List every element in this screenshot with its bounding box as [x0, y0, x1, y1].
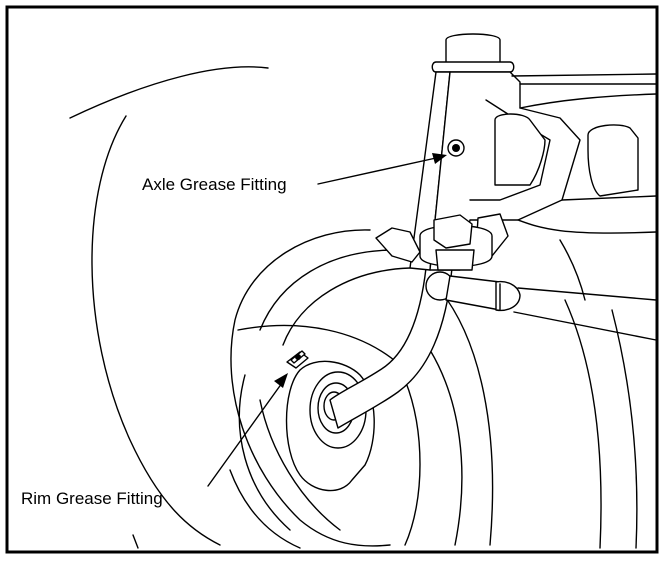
rim-grease-fitting-label: Rim Grease Fitting [21, 489, 163, 508]
frame-arm [511, 73, 657, 234]
axle-grease-fitting-label: Axle Grease Fitting [142, 175, 287, 194]
axle-grease-fitting [447, 139, 465, 157]
wheel-rim [229, 229, 494, 549]
caster-nut-assembly [375, 213, 509, 301]
axle-spindle [329, 267, 453, 429]
axle-grease-leader [317, 153, 447, 185]
rim-grease-fitting [286, 350, 309, 369]
figure-border [5, 5, 659, 554]
rim-grease-leader [207, 373, 288, 487]
tie-rod [445, 275, 657, 341]
